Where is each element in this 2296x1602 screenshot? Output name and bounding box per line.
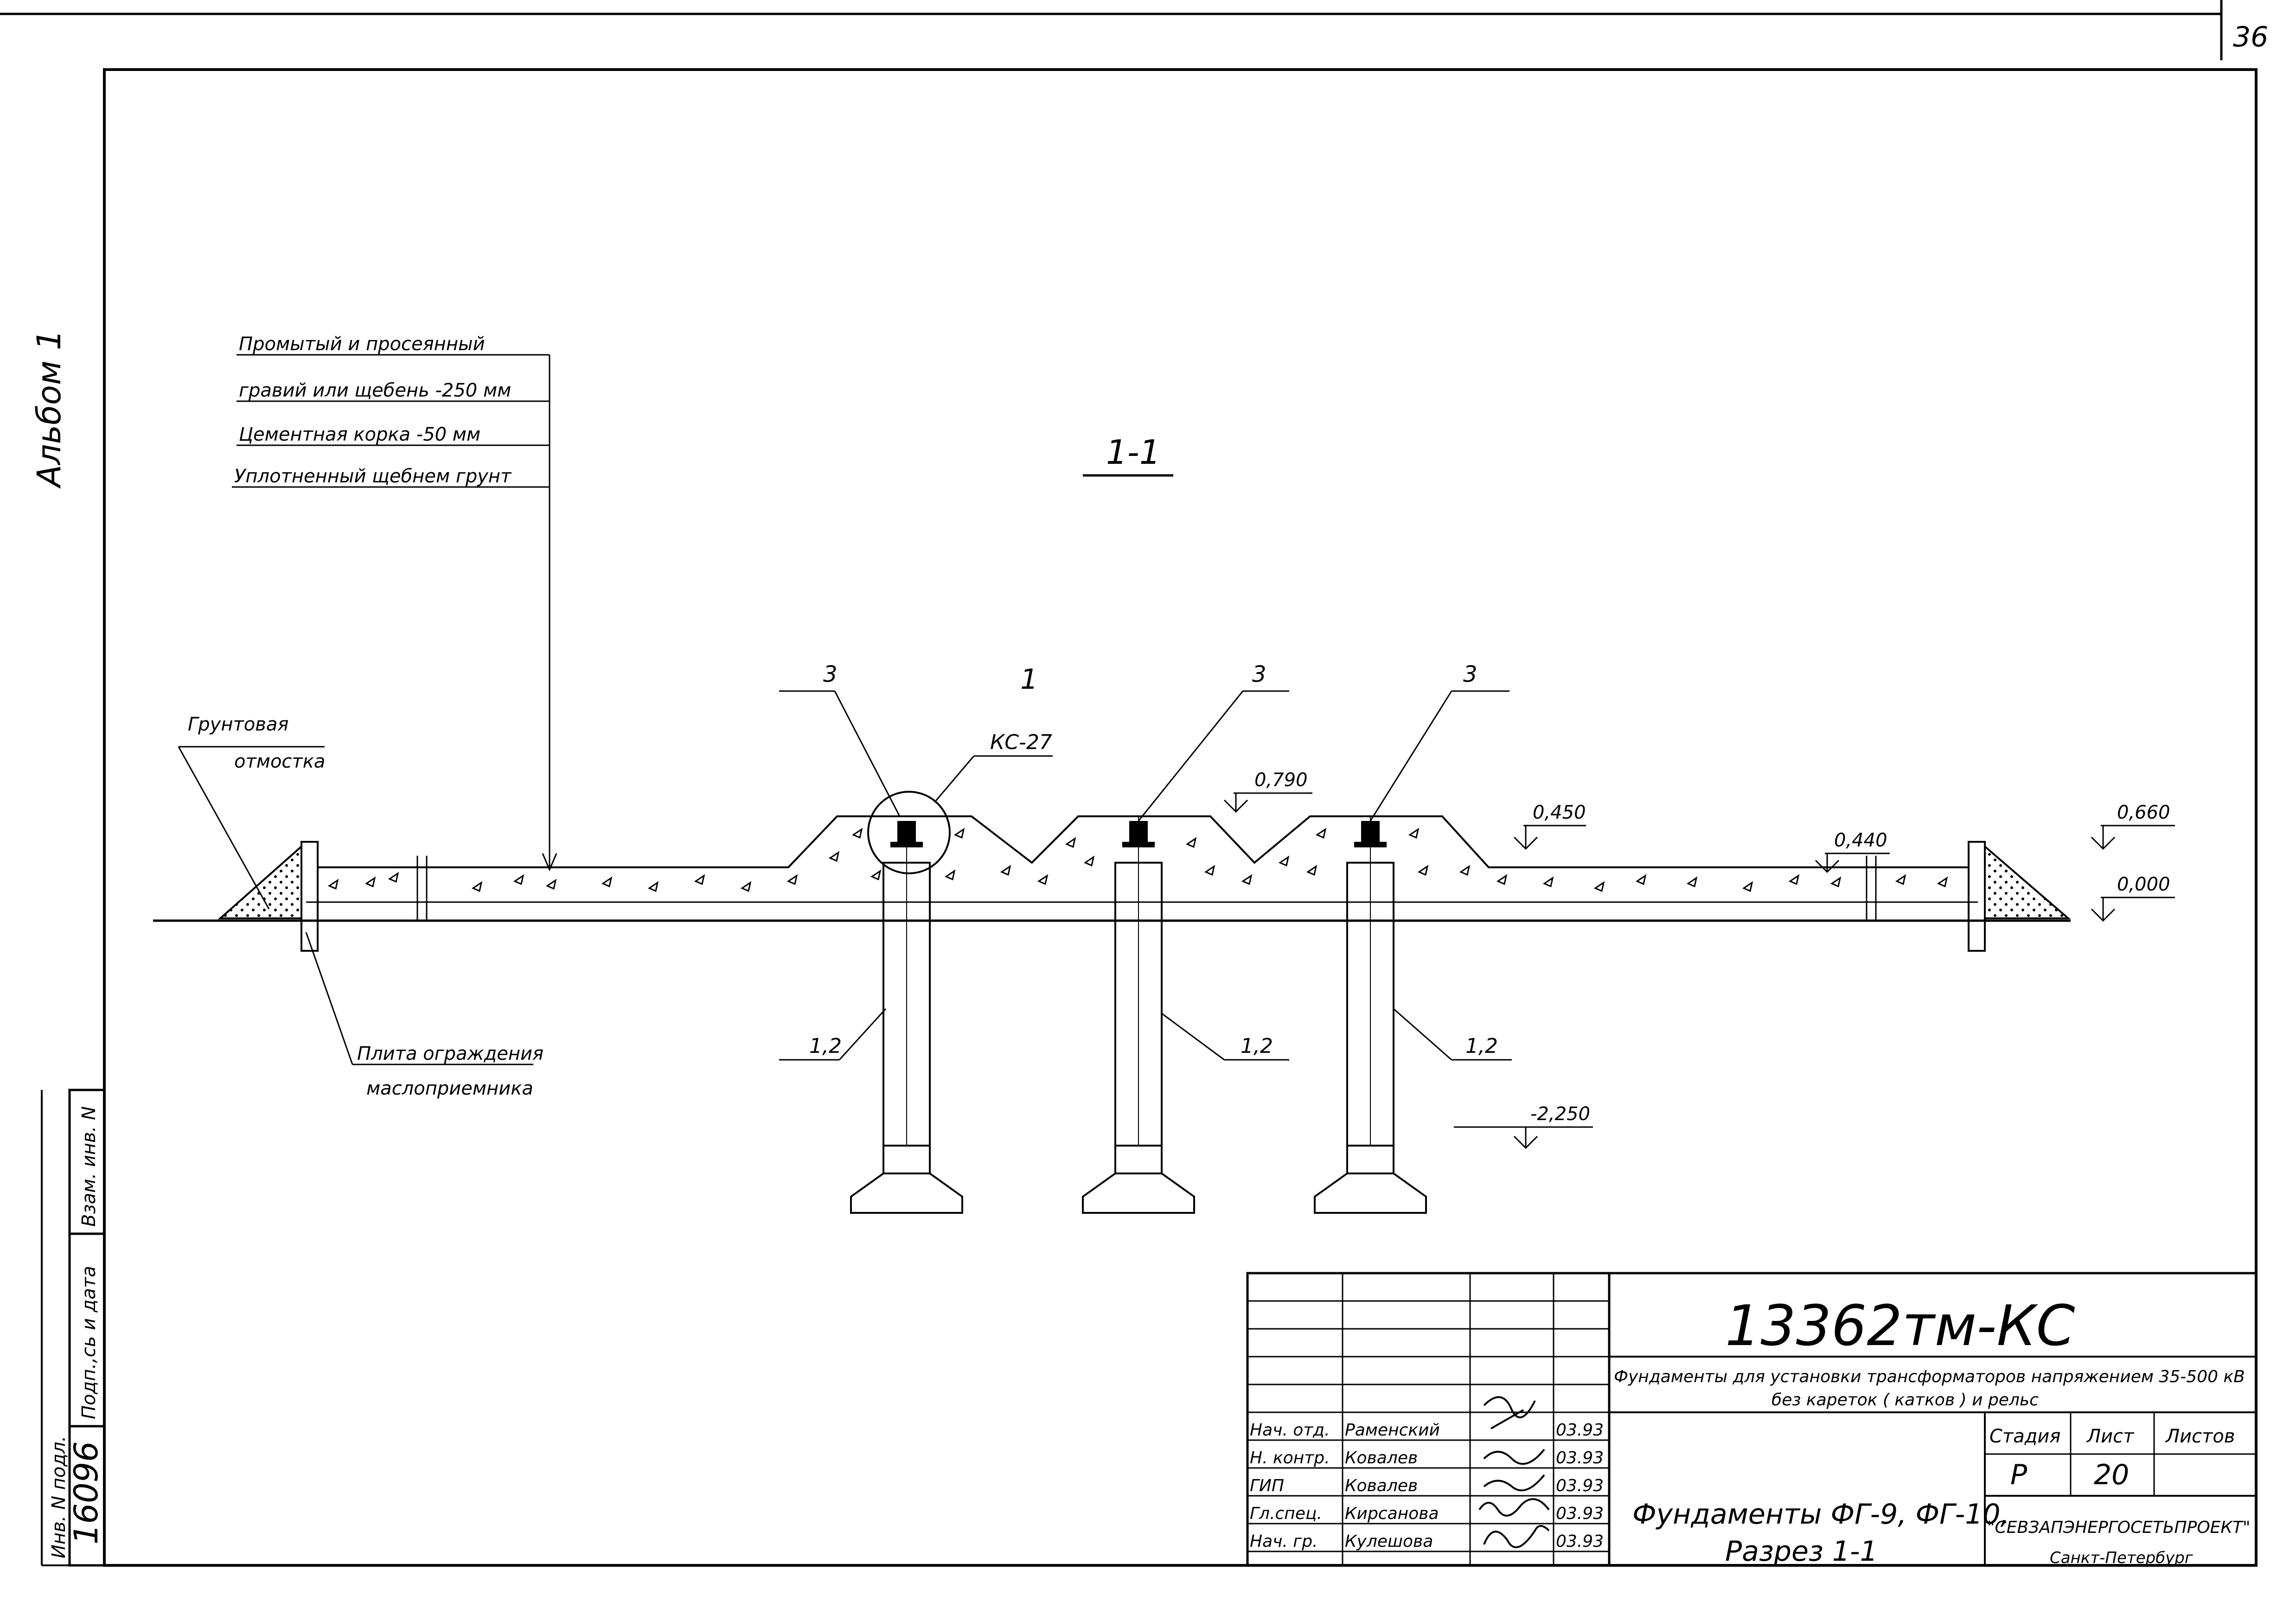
city: Санкт-Петербург [2050,1549,2194,1567]
svg-text:3: 3 [823,661,838,687]
svg-text:1,2: 1,2 [809,1034,842,1058]
svg-text:1,2: 1,2 [1465,1034,1498,1058]
layer-note-3: Цементная корка -50 мм [239,424,480,445]
svg-text:Ковалев: Ковалев [1345,1476,1418,1495]
fence-slab-label: Плита ограждения маслоприемника [305,932,544,1099]
svg-text:Н. контр.: Н. контр. [1250,1448,1330,1467]
stamp-vzam-inv: Взам. инв. N [78,1106,100,1227]
column-marks: 1,2 1,2 1,2 [779,1008,1512,1061]
svg-text:03.93: 03.93 [1556,1504,1604,1523]
sheet-name-line1: Фундаменты ФГ-9, ФГ-10, [1632,1498,2009,1531]
sheet-header: Лист [2086,1426,2135,1447]
detail-circle [867,791,951,874]
elev-0440: 0,440 [1834,830,1887,851]
elev-minus-2250: -2,250 [1530,1103,1590,1125]
svg-text:ГИП: ГИП [1250,1476,1284,1495]
callout-position-3: 3 3 3 [779,661,1509,821]
doc-title-line2: без кареток ( катков ) и рельс [1772,1391,2039,1410]
sheet-value: 20 [2094,1459,2129,1491]
svg-text:Нач. отд.: Нач. отд. [1250,1421,1330,1440]
svg-text:03.93: 03.93 [1556,1532,1604,1551]
svg-text:Кирсанова: Кирсанова [1345,1504,1439,1523]
sheet-name-line2: Разрез 1-1 [1725,1535,1878,1568]
svg-text:Раменский: Раменский [1345,1421,1440,1440]
album-label: Альбом 1 [30,330,68,489]
right-fence-slab [1968,841,1986,952]
elev-0790: 0,790 [1254,769,1308,791]
handwritten-signatures [1478,1396,1550,1548]
aggregate-marks [327,827,1948,892]
svg-text:03.93: 03.93 [1556,1476,1604,1495]
elevation-marks: 0,790 0,450 0,440 0,660 0,000 -2,250 [1223,769,2175,1149]
svg-text:3: 3 [1252,661,1266,687]
svg-text:Нач. гр.: Нач. гр. [1250,1532,1318,1551]
svg-text:отмостка: отмостка [234,751,325,772]
svg-text:КС-27: КС-27 [990,731,1052,754]
column-2 [1082,816,1195,1214]
signature-rows: Нач. отд. Раменский 03.93 Н. контр. Кова… [1250,1421,1604,1551]
svg-text:03.93: 03.93 [1556,1448,1604,1467]
sheets-header: Листов [2165,1426,2235,1447]
left-fence-slab [301,841,319,952]
svg-text:Кулешова: Кулешова [1345,1532,1433,1551]
elev-0000: 0,000 [2117,874,2170,895]
left-soil-wedge [217,844,302,919]
svg-text:03.93: 03.93 [1556,1421,1604,1440]
svg-text:маслоприемника: маслоприемника [366,1078,533,1099]
fill-profile [318,815,1969,868]
callout-detail-1: 1 КС-27 [934,663,1053,803]
svg-text:Гл.спец.: Гл.спец. [1250,1504,1322,1523]
sheet-corner-number: 36 [2233,21,2268,53]
stamp-inv-podl: Инв. N подл. [48,1436,70,1558]
organization: "СЕВЗАПЭНЕРГОСЕТЬПРОЕКТ" [1987,1518,2251,1537]
doc-title-line1: Фундаменты для установки трансформаторов… [1614,1367,2245,1386]
layer-note-1: Промытый и просеянный [239,333,485,355]
stamp-inv-number: 16096 [67,1441,105,1544]
svg-text:1,2: 1,2 [1241,1034,1273,1058]
section-title: 1-1 [1106,433,1161,472]
layer-note-4: Уплотненный щебнем грунт [234,466,512,487]
svg-text:Грунтовая: Грунтовая [188,714,288,735]
svg-text:1: 1 [1020,663,1038,696]
elev-0660: 0,660 [2117,802,2170,823]
stage-header: Стадия [1989,1426,2060,1447]
elev-0450: 0,450 [1533,802,1586,823]
stage-value: Р [2010,1459,2027,1491]
title-block: 13362тм-КС Фундаменты для установки тран… [1246,1272,2258,1568]
svg-text:Плита ограждения: Плита ограждения [357,1043,544,1064]
drawing-frame [103,68,2258,1567]
material-layers-note: Промытый и просеянный гравий или щебень … [232,333,557,871]
side-stamp: Взам. инв. N Подп.,сь и дата Инв. N подл… [41,1089,106,1567]
column-3 [1314,816,1427,1214]
svg-text:Ковалев: Ковалев [1345,1448,1418,1467]
layer-note-2: гравий или щебень -250 мм [239,380,511,401]
column-1 [850,821,963,1214]
ground-paving-label: Грунтовая отмостка [178,714,325,910]
stamp-sign-date: Подп.,сь и дата [78,1266,100,1419]
doc-code: 13362тм-КС [1725,1294,2075,1358]
right-soil-wedge [1984,844,2071,919]
svg-text:3: 3 [1463,661,1477,687]
